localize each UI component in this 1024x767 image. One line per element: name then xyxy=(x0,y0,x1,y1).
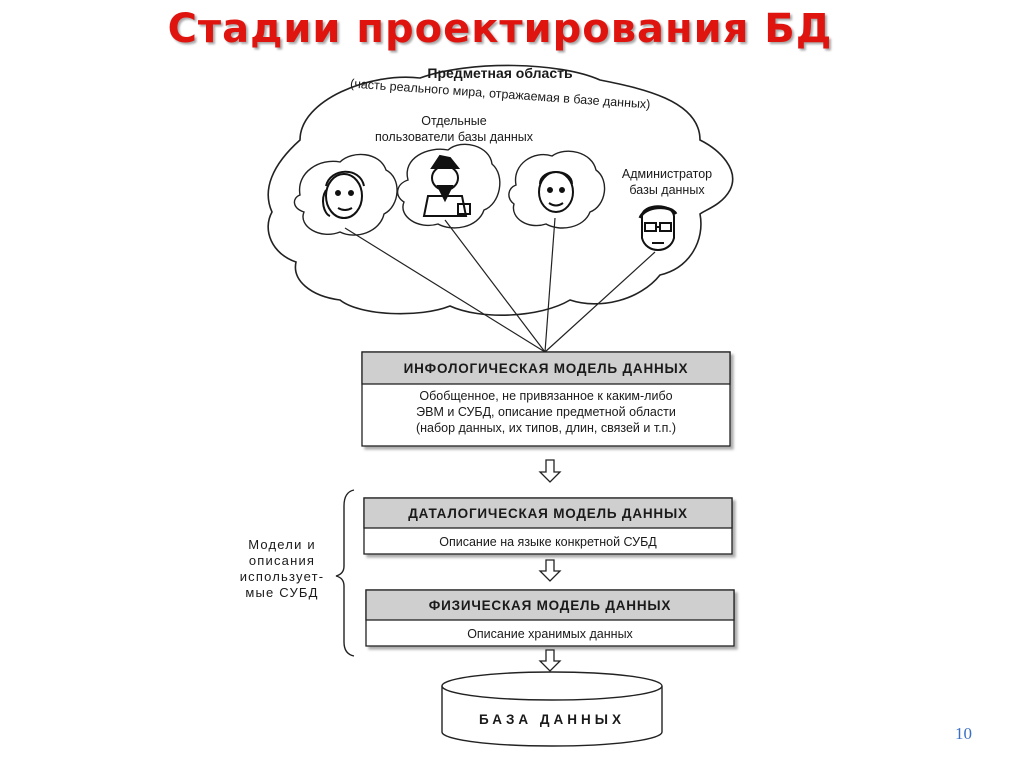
user-face-3-icon xyxy=(538,171,574,213)
infological-line3: (набор данных, их типов, длин, связей и … xyxy=(416,421,676,435)
physical-model-box: ФИЗИЧЕСКАЯ МОДЕЛЬ ДАННЫХ Описание храним… xyxy=(365,589,735,647)
side-bracket xyxy=(335,489,355,657)
users-label-line1: Отдельные xyxy=(421,114,487,128)
down-arrow-3-icon xyxy=(538,649,562,672)
page-number: 10 xyxy=(955,724,972,743)
database-cylinder: БАЗА ДАННЫХ xyxy=(441,671,663,747)
physical-body: Описание хранимых данных xyxy=(467,627,633,641)
user-cloud-1 xyxy=(293,153,398,236)
infological-line1: Обобщенное, не привязанное к каким-либо xyxy=(419,389,672,403)
domain-area-title: Предметная область xyxy=(427,65,573,81)
physical-header: ФИЗИЧЕСКАЯ МОДЕЛЬ ДАННЫХ xyxy=(429,598,671,613)
users-label-line2: пользователи базы данных xyxy=(375,130,534,144)
side-note-line4: мые СУБД xyxy=(245,585,318,600)
admin-label-line2: базы данных xyxy=(629,183,705,197)
admin-face-icon xyxy=(638,205,678,251)
database-label: БАЗА ДАННЫХ xyxy=(479,712,625,727)
user-connection-lines xyxy=(344,217,656,353)
user-cloud-3 xyxy=(508,150,606,229)
infological-line2: ЭВМ и СУБД, описание предметной области xyxy=(416,405,676,419)
down-arrow-1-icon xyxy=(538,459,562,483)
side-note-line3: использует- xyxy=(240,569,325,584)
datalogical-header: ДАТАЛОГИЧЕСКАЯ МОДЕЛЬ ДАННЫХ xyxy=(408,506,688,521)
user-face-1-icon xyxy=(322,170,365,219)
infological-model-box: ИНФОЛОГИЧЕСКАЯ МОДЕЛЬ ДАННЫХ Обобщенное,… xyxy=(361,351,731,447)
side-note-line2: описания xyxy=(249,553,315,568)
side-note-line1: Модели и xyxy=(248,537,316,552)
datalogical-model-box: ДАТАЛОГИЧЕСКАЯ МОДЕЛЬ ДАННЫХ Описание на… xyxy=(363,497,733,555)
datalogical-body: Описание на языке конкретной СУБД xyxy=(439,535,657,549)
infological-header: ИНФОЛОГИЧЕСКАЯ МОДЕЛЬ ДАННЫХ xyxy=(404,361,689,376)
user-cloud-2 xyxy=(397,143,501,229)
down-arrow-2-icon xyxy=(538,559,562,582)
domain-area-cloud xyxy=(267,64,734,316)
user-person-2-icon xyxy=(422,154,471,217)
admin-label-line1: Администратор xyxy=(622,167,712,181)
slide-title: Стадии проектирования БД xyxy=(167,6,833,52)
